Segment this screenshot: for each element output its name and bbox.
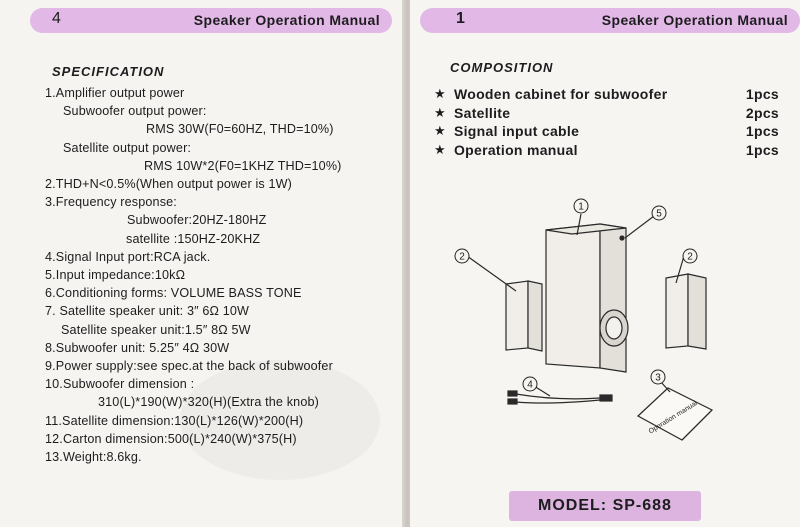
item-name: Operation manual — [453, 141, 578, 158]
item-qty: 2pcs — [745, 104, 779, 121]
item-name: Satellite — [453, 104, 511, 121]
specification-list: 1.Amplifier output power Subwoofer outpu… — [45, 84, 400, 466]
product-diagram: 1 2 2 3 4 5 Operation manual — [454, 198, 714, 441]
page-number: 4 — [52, 10, 61, 27]
spec-line: 10.Subwoofer dimension : — [45, 377, 195, 392]
spec-line: 9.Power supply:see spec.at the back of s… — [45, 359, 333, 374]
right-header-bar: 1 Speaker Operation Manual — [420, 8, 800, 33]
star-icon: ★ — [434, 104, 446, 120]
page-number: 1 — [456, 10, 465, 27]
spec-line: Subwoofer output power: — [63, 104, 207, 119]
star-icon: ★ — [434, 123, 446, 138]
spec-line: 4.Signal Input port:RCA jack. — [45, 249, 211, 264]
callout-number: 5 — [656, 209, 662, 220]
callout-3: 3 — [650, 369, 666, 385]
callout-4: 4 — [522, 376, 538, 392]
composition-title: COMPOSITION — [450, 60, 554, 75]
spec-line: 310(L)*190(W)*320(H)(Extra the knob) — [98, 395, 319, 410]
composition-item: ★ Satellite 2pcs — [434, 104, 779, 123]
subwoofer-drawing — [545, 223, 629, 373]
callout-2-right: 2 — [682, 248, 698, 264]
spec-line: 12.Carton dimension:500(L)*240(W)*375(H) — [45, 431, 297, 446]
header-title: Speaker Operation Manual — [601, 12, 788, 28]
model-label: MODEL: SP-688 — [509, 491, 701, 521]
page-smudge — [180, 360, 380, 480]
specification-title: SPECIFICATION — [52, 64, 165, 79]
spec-line: 3.Frequency response: — [45, 195, 177, 210]
spec-line: 6.Conditioning forms: VOLUME BASS TONE — [45, 286, 302, 301]
item-qty: 1pcs — [745, 123, 779, 139]
spec-line: RMS 10W*2(F0=1KHZ THD=10%) — [144, 158, 342, 173]
right-page: 1 Speaker Operation Manual COMPOSITION ★… — [410, 0, 800, 527]
callout-number: 3 — [655, 373, 661, 384]
star-icon: ★ — [434, 86, 446, 101]
spec-line: 2.THD+N<0.5%(When output power is 1W) — [45, 177, 293, 192]
left-page: 4 Speaker Operation Manual SPECIFICATION… — [0, 0, 405, 527]
callout-2-left: 2 — [454, 248, 470, 264]
item-name: Signal input cable — [453, 123, 580, 139]
item-qty: 1pcs — [745, 86, 779, 102]
callout-number: 1 — [578, 202, 584, 213]
composition-item: ★ Operation manual 1pcs — [434, 141, 779, 160]
spec-line: satellite :150HZ-20KHZ — [126, 231, 261, 246]
callout-number: 2 — [687, 252, 693, 263]
left-satellite-drawing — [505, 280, 543, 352]
spec-line: 11.Satellite dimension:130(L)*126(W)*200… — [45, 413, 304, 428]
spec-line: 5.Input impedance:10kΩ — [45, 268, 186, 283]
header-title: Speaker Operation Manual — [193, 12, 380, 28]
right-satellite-drawing — [665, 273, 707, 350]
item-name: Wooden cabinet for subwoofer — [453, 86, 668, 102]
callout-number: 4 — [527, 380, 533, 391]
spec-line: Satellite output power: — [63, 140, 192, 155]
composition-item: ★ Signal input cable 1pcs — [434, 122, 779, 141]
composition-list: ★ Wooden cabinet for subwoofer 1pcs ★ Sate… — [434, 85, 779, 159]
manual-booklet-drawing — [636, 387, 714, 441]
callout-5: 5 — [651, 205, 667, 221]
star-icon: ★ — [434, 141, 446, 157]
spec-line: RMS 30W(F0=60HZ, THD=10%) — [146, 122, 334, 137]
spec-line: 13.Weight:8.6kg. — [45, 450, 142, 465]
callout-1: 1 — [573, 198, 589, 214]
signal-cable-drawing — [507, 390, 613, 405]
spec-line: 8.Subwoofer unit: 5.25″ 4Ω 30W — [45, 340, 230, 355]
callout-number: 2 — [459, 252, 465, 263]
left-header-bar: 4 Speaker Operation Manual — [30, 8, 392, 33]
spec-line: 7. Satellite speaker unit: 3″ 6Ω 10W — [45, 304, 250, 319]
item-qty: 1pcs — [745, 141, 779, 158]
spec-line: 1.Amplifier output power — [45, 86, 185, 100]
spec-line: Satellite speaker unit:1.5″ 8Ω 5W — [61, 322, 251, 337]
spec-line: Subwoofer:20HZ-180HZ — [127, 213, 267, 228]
composition-item: ★ Wooden cabinet for subwoofer 1pcs — [434, 85, 779, 104]
